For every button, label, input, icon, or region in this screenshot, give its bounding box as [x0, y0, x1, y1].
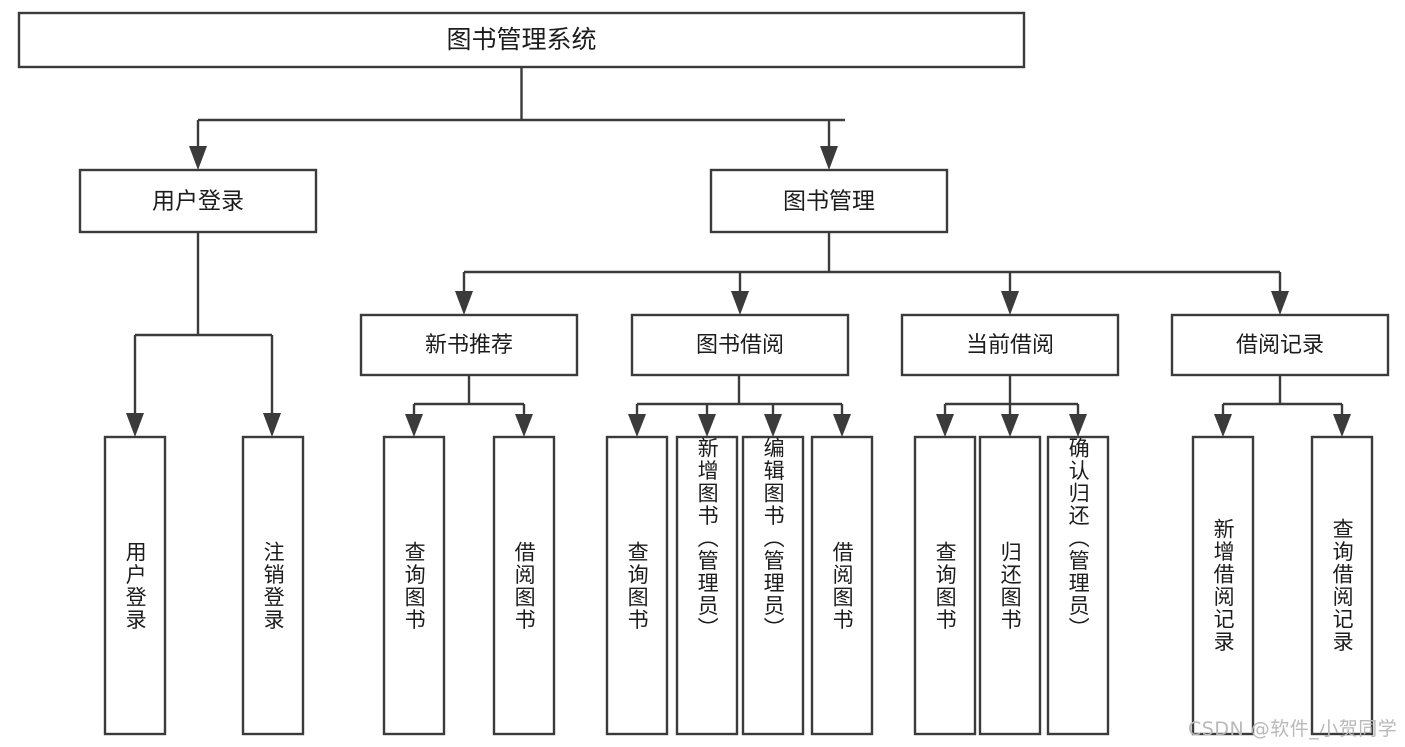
leaf-boxes-borrow-record: [1191, 435, 1374, 736]
node-current-borrow-label: 当前借阅: [966, 333, 1054, 358]
leaf-box-borrow-record-0[interactable]: [1191, 435, 1255, 736]
arrow-head-leaf-book-borrow-3: [833, 414, 851, 437]
node-root[interactable]: 图书管理系统: [17, 11, 1026, 69]
arrow-head-l3-borrow-record: [1271, 291, 1289, 315]
leaf-box-current-borrow-2[interactable]: [1046, 435, 1110, 736]
leaf-boxes-book-borrow: [605, 435, 874, 736]
arrow-head-leaf-user-login-1: [263, 413, 281, 437]
node-book-management-box[interactable]: [709, 168, 949, 234]
arrow-head-leaf-book-borrow-1: [698, 414, 716, 437]
arrow-head-book-mgmt: [820, 146, 838, 170]
arrow-head-leaf-borrow-record-1: [1333, 414, 1351, 437]
node-current-borrow-box[interactable]: [900, 313, 1120, 377]
arrow-head-leaf-new-book-1: [515, 414, 533, 437]
leaf-box-user-login-1[interactable]: [241, 435, 305, 736]
connector-group-user-login: [126, 232, 281, 437]
connector-group-book-borrow: [628, 375, 851, 437]
node-new-book-recommend-box[interactable]: [359, 313, 579, 377]
connector-group-borrow-record: [1214, 375, 1351, 437]
connector-group-book-mgmt: [455, 232, 1289, 315]
leaf-box-book-borrow-2[interactable]: [741, 435, 805, 736]
leaf-box-book-borrow-3[interactable]: [810, 435, 874, 736]
node-book-management[interactable]: 图书管理: [709, 168, 949, 234]
node-book-management-label: 图书管理: [783, 189, 875, 215]
node-borrow-record-box[interactable]: [1170, 313, 1390, 377]
node-borrow-record-label: 借阅记录: [1236, 333, 1324, 358]
leaf-box-borrow-record-1[interactable]: [1310, 435, 1374, 736]
node-root-label: 图书管理系统: [446, 25, 596, 54]
arrow-head-l3-new-book: [455, 291, 473, 315]
arrow-head-l3-book-borrow: [731, 291, 749, 315]
node-book-borrow-box[interactable]: [630, 313, 850, 377]
leaf-box-current-borrow-0[interactable]: [913, 435, 977, 736]
leaf-box-current-borrow-1[interactable]: [978, 435, 1042, 736]
node-user-login-label: 用户登录: [152, 189, 244, 215]
arrow-head-leaf-book-borrow-2: [764, 414, 782, 437]
arrow-head-user-login: [189, 146, 207, 170]
node-root-box[interactable]: [17, 11, 1026, 69]
leaf-box-new-book-0[interactable]: [382, 435, 446, 736]
node-borrow-record[interactable]: 借阅记录: [1170, 313, 1390, 377]
leaf-box-book-borrow-0[interactable]: [605, 435, 669, 736]
arrow-head-leaf-new-book-0: [405, 414, 423, 437]
connector-group-new-book: [405, 375, 533, 437]
node-current-borrow[interactable]: 当前借阅: [900, 313, 1120, 377]
arrow-head-leaf-user-login-0: [126, 413, 144, 437]
arrow-head-leaf-borrow-record-0: [1214, 414, 1232, 437]
node-user-login[interactable]: 用户登录: [78, 168, 318, 234]
watermark: CSDN @软件_小贺同学: [1188, 718, 1398, 740]
arrow-head-leaf-current-borrow-1: [1001, 414, 1019, 437]
node-new-book-recommend-label: 新书推荐: [425, 333, 513, 358]
arrow-head-leaf-book-borrow-0: [628, 414, 646, 437]
node-book-borrow-label: 图书借阅: [696, 333, 784, 358]
leaf-boxes-new-book-recommend: [382, 435, 556, 736]
node-book-borrow[interactable]: 图书借阅: [630, 313, 850, 377]
arrow-head-l3-current-borrow: [1001, 291, 1019, 315]
leaf-box-user-login-0[interactable]: [103, 435, 167, 736]
node-new-book-recommend[interactable]: 新书推荐: [359, 313, 579, 377]
connector-group-current-borrow: [936, 375, 1087, 437]
leaf-boxes-user-login: [103, 435, 305, 736]
node-user-login-box[interactable]: [78, 168, 318, 234]
leaf-box-book-borrow-1[interactable]: [675, 435, 739, 736]
arrow-head-leaf-current-borrow-0: [936, 414, 954, 437]
connector-group-root: [189, 67, 845, 170]
arrow-head-leaf-current-borrow-2: [1069, 414, 1087, 437]
leaf-box-new-book-1[interactable]: [492, 435, 556, 736]
leaf-boxes-current-borrow: [913, 435, 1110, 736]
